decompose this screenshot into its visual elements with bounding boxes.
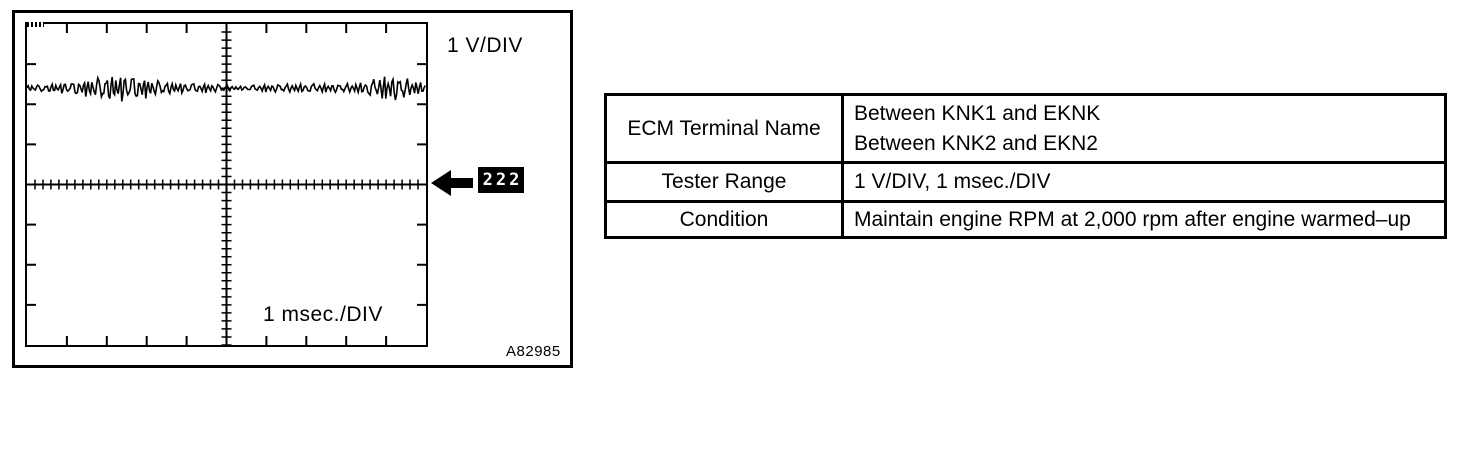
value-line: Between KNK2 and EKN2 <box>854 131 1098 155</box>
value-line: Maintain engine RPM at 2,000 rpm after e… <box>854 207 1411 231</box>
scan-artifact <box>27 22 44 27</box>
voltage-scale-label: 1 V/DIV <box>447 34 523 57</box>
table-row-ecm-terminal-name: ECM Terminal Name Between KNK1 and EKNK … <box>604 93 1447 164</box>
row-label: Condition <box>604 200 844 239</box>
oscilloscope-figure: 1 V/DIV 1 msec./DIV A82985 222 <box>12 10 573 368</box>
row-label: ECM Terminal Name <box>604 93 844 164</box>
spec-table: ECM Terminal Name Between KNK1 and EKNK … <box>604 93 1447 239</box>
value-line: 1 V/DIV, 1 msec./DIV <box>854 170 1051 193</box>
table-row-tester-range: Tester Range 1 V/DIV, 1 msec./DIV <box>604 161 1447 203</box>
center-crosshair-fine-ticks <box>34 31 419 345</box>
figure-id: A82985 <box>506 343 561 360</box>
left-arrow-icon <box>431 170 473 196</box>
waveform-trace <box>27 75 426 102</box>
hatched-marker-icon: 222 <box>478 167 524 193</box>
oscilloscope-plot-area <box>25 22 428 347</box>
value-line: Between KNK1 and EKNK <box>854 101 1101 125</box>
row-value: Maintain engine RPM at 2,000 rpm after e… <box>841 200 1447 239</box>
graticule-ticks <box>27 24 426 345</box>
row-label: Tester Range <box>604 161 844 203</box>
row-value: Between KNK1 and EKNK Between KNK2 and E… <box>841 93 1447 164</box>
oscilloscope-grid <box>27 24 426 345</box>
row-value: 1 V/DIV, 1 msec./DIV <box>841 161 1447 203</box>
time-scale-label: 1 msec./DIV <box>263 303 383 326</box>
table-row-condition: Condition Maintain engine RPM at 2,000 r… <box>604 200 1447 239</box>
